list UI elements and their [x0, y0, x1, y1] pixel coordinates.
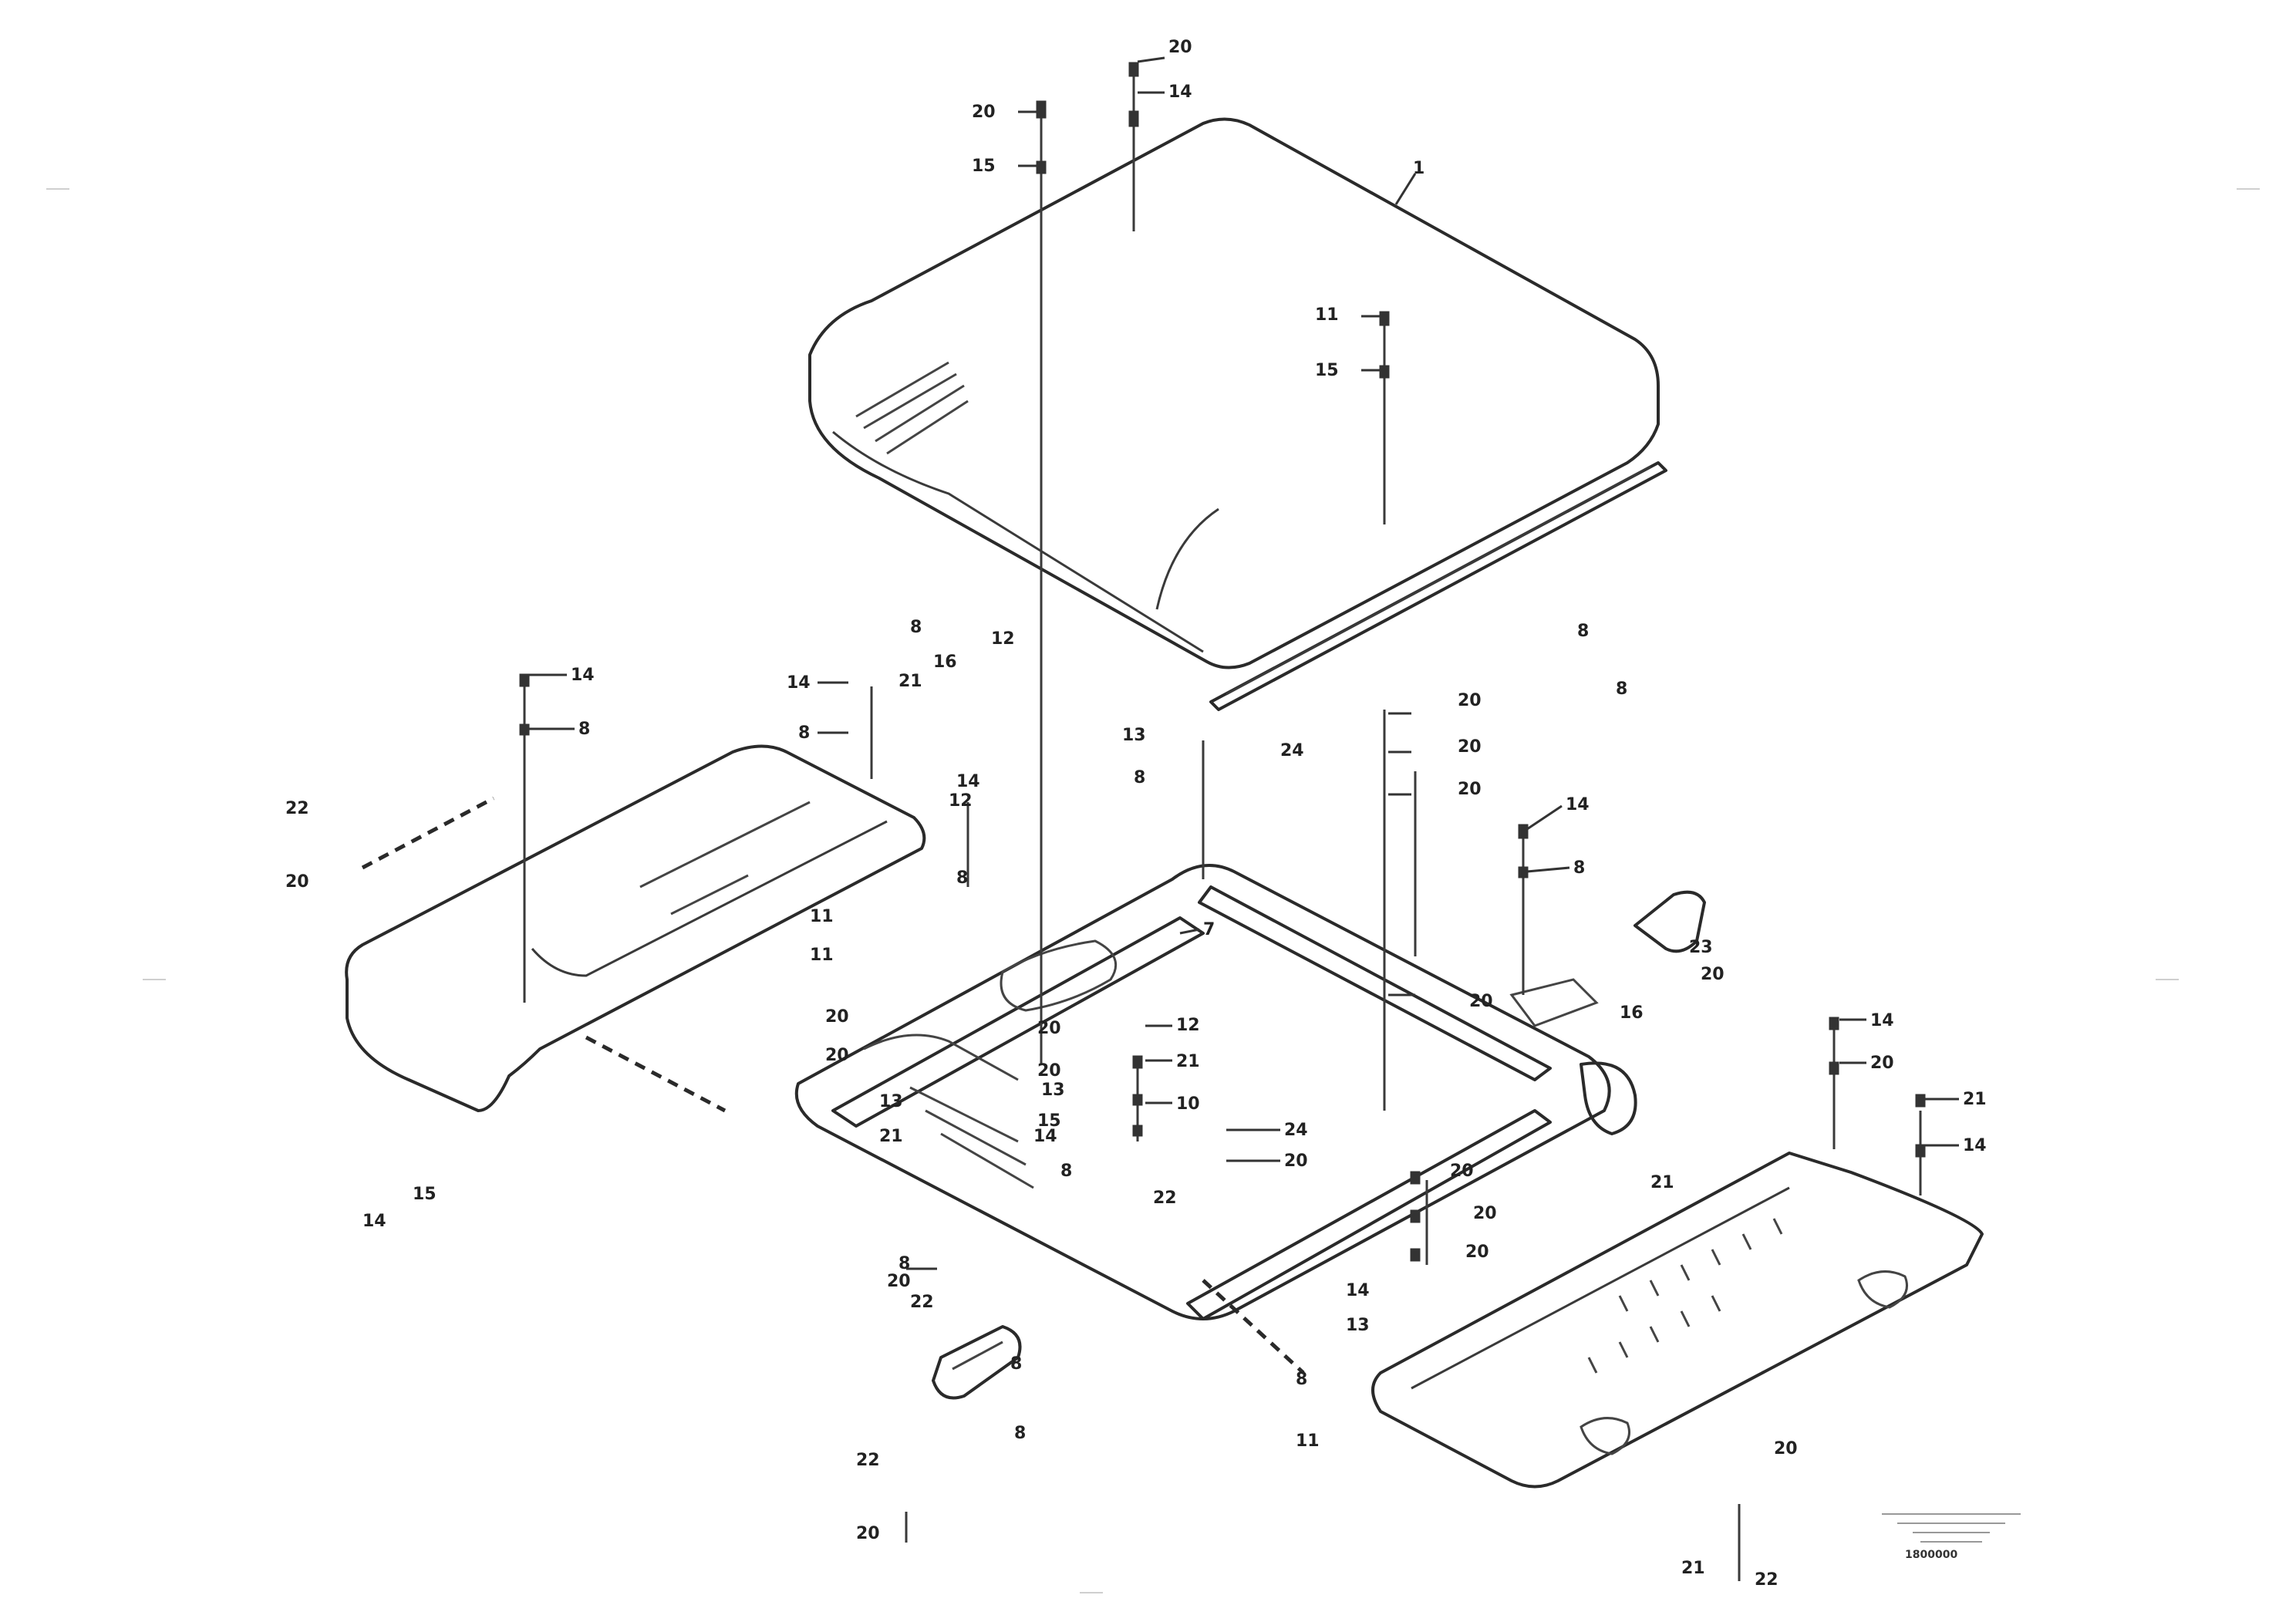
callout-c70: 22 [910, 1293, 934, 1312]
callout-c52: 20 [1465, 1243, 1489, 1262]
callout-c17: 20 [285, 872, 309, 892]
callout-c01: 20 [1168, 38, 1192, 57]
callout-c69: 20 [887, 1272, 911, 1291]
callout-c47: 24 [1284, 1121, 1308, 1140]
callout-c44: 13 [1041, 1081, 1065, 1100]
callout-c08: 8 [910, 618, 922, 637]
callout-c31: 13 [1122, 726, 1146, 745]
callout-c16: 22 [285, 799, 309, 818]
callout-c36: 20 [825, 1007, 849, 1027]
floor-plate [1371, 1152, 1984, 1489]
callout-c14: 14 [787, 673, 811, 693]
callout-c56: 21 [1963, 1090, 1987, 1109]
callout-c67: 11 [1296, 1431, 1320, 1451]
callout-c27: 20 [1458, 780, 1482, 799]
callout-c02: 20 [972, 103, 996, 122]
reference-block: 1800000 [1882, 1513, 2021, 1561]
callout-c50: 20 [1450, 1162, 1474, 1181]
callout-c09: 12 [991, 629, 1015, 649]
callout-c64: 8 [899, 1254, 910, 1273]
reference-id: 1800000 [1905, 1549, 1957, 1561]
callout-c51: 20 [1473, 1204, 1497, 1223]
callout-c77: 20 [1774, 1439, 1798, 1458]
callout-c19: 8 [956, 868, 968, 888]
callout-c62: 14 [362, 1212, 386, 1231]
callout-c49: 22 [1153, 1189, 1177, 1208]
scan-marks [46, 188, 2260, 1593]
left-side-cover [345, 744, 926, 1113]
callout-c45: 14 [1033, 1127, 1057, 1146]
callout-c04: 15 [972, 157, 996, 176]
fastener-stacks [519, 62, 1926, 1581]
callout-c76: 22 [1755, 1570, 1778, 1590]
callout-c43: 10 [1176, 1094, 1200, 1114]
callout-c55: 20 [1870, 1054, 1894, 1073]
callout-c30: 12 [949, 791, 973, 811]
callout-c74: 20 [856, 1524, 880, 1543]
callout-c48: 20 [1284, 1152, 1308, 1171]
callout-c33: 11 [810, 907, 834, 926]
callout-c72: 8 [1014, 1424, 1026, 1443]
right-bracket [1509, 890, 1706, 1027]
callout-c68: 8 [1296, 1370, 1307, 1389]
callout-c75: 21 [1681, 1559, 1705, 1578]
callout-c35: 7 [1203, 920, 1215, 939]
seat-frame [794, 864, 1637, 1374]
callout-c63: 15 [413, 1185, 437, 1204]
callout-c25: 20 [1458, 691, 1482, 710]
callout-c03: 14 [1168, 83, 1192, 102]
callout-c22: 8 [1616, 679, 1627, 699]
callout-c34: 11 [810, 946, 834, 965]
callout-c12: 14 [571, 666, 595, 685]
callout-c28: 14 [1566, 795, 1590, 814]
callout-c54: 14 [1870, 1011, 1894, 1030]
callout-c65: 14 [1346, 1281, 1370, 1300]
callout-c58: 20 [1469, 992, 1493, 1011]
callout-c37: 20 [825, 1046, 849, 1065]
callout-c11: 16 [933, 653, 957, 672]
callout-c61: 16 [1620, 1003, 1644, 1023]
callout-c24: 21 [879, 1127, 903, 1146]
callout-c73: 22 [856, 1451, 880, 1470]
callout-c46: 8 [1060, 1162, 1072, 1181]
callout-c71: 8 [1010, 1354, 1022, 1374]
callout-c13: 8 [578, 720, 590, 739]
callout-c23: 13 [879, 1092, 903, 1111]
callout-c40: 15 [1037, 1111, 1061, 1131]
callout-c59: 23 [1689, 938, 1713, 957]
callout-c20: 24 [1280, 741, 1304, 760]
callout-c05: 1 [1413, 159, 1424, 178]
callout-c60: 20 [1701, 965, 1725, 984]
callout-c18: 14 [956, 772, 980, 791]
callout-c38: 20 [1037, 1019, 1061, 1038]
callout-c26: 20 [1458, 737, 1482, 757]
callout-c41: 12 [1176, 1016, 1200, 1035]
callout-c29: 8 [1573, 858, 1585, 878]
callout-c10: 21 [899, 672, 922, 691]
callout-c39: 20 [1037, 1061, 1061, 1081]
callouts: 20 20 14 15 1 11 15 8 12 21 16 14 8 14 8… [285, 38, 1987, 1590]
left-bracket [932, 1325, 1022, 1400]
callout-c06: 11 [1315, 305, 1339, 325]
callout-c21: 8 [1577, 622, 1589, 641]
roof-panel [808, 117, 1667, 711]
callout-c66: 13 [1346, 1316, 1370, 1335]
callout-c42: 21 [1176, 1052, 1200, 1071]
callout-c07: 15 [1315, 361, 1339, 380]
callout-c57: 14 [1963, 1136, 1987, 1155]
callout-c15: 8 [798, 723, 810, 743]
callout-c53: 21 [1650, 1173, 1674, 1192]
callout-c32: 8 [1134, 768, 1145, 787]
